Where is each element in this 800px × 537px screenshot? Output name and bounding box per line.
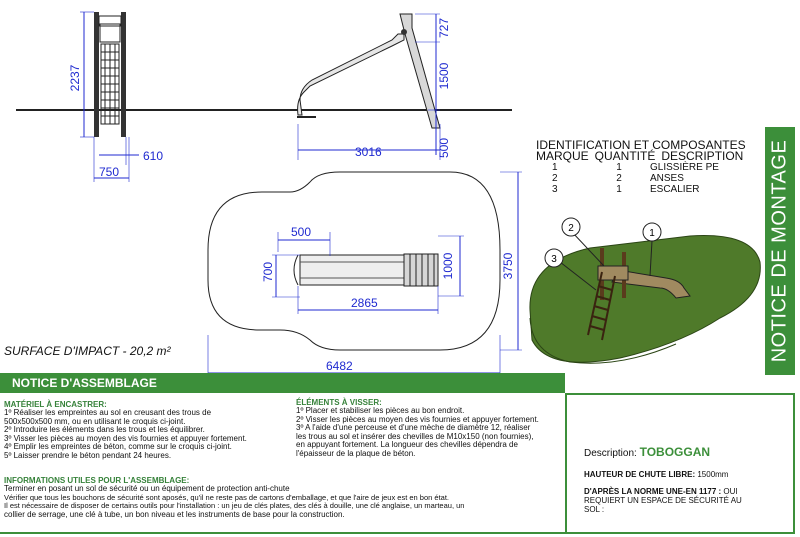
technical-drawing: 2237 610 750 3016 727 1500 500 [16, 11, 761, 373]
parts-row: 3 1 ESCALIER [536, 184, 766, 195]
useful-line: Vérifier que tous les bouchons de sécuri… [4, 492, 449, 502]
useful-line: collier de serrage, une clé à tube, un b… [4, 509, 345, 519]
useful-line: Il est nécessaire de disposer de certain… [4, 501, 465, 510]
screw-line: l'épaisseur de la plaque de béton. [296, 448, 416, 458]
surface-impact-label: SURFACE D'IMPACT - 20,2 m² [4, 344, 171, 358]
norm-row: D'APRÈS LA NORME UNE-EN 1177 : OUI REQUI… [584, 487, 790, 514]
row-desc: ANSES [650, 173, 684, 184]
plan-stair-width-label: 1000 [441, 252, 455, 279]
header-qty: QUANTITÉ [594, 149, 656, 163]
plan-total-height-label: 3750 [501, 252, 515, 279]
materials-line: 2º Introduire les éléments dans les trou… [4, 425, 205, 434]
parts-title: IDENTIFICATION ET COMPOSANTES [536, 138, 746, 152]
screw-line: 3º A l'aide d'une perceuse et d'une mèch… [296, 423, 531, 432]
fall-row: HAUTEUR DE CHUTE LIBRE: 1500mm [584, 470, 790, 479]
screw-line: 2º Visser les pièces au moyen des vis fo… [296, 414, 539, 424]
row-qty: 2 [616, 173, 622, 184]
description-row: Description: TOBOGGAN [584, 445, 790, 459]
row-qty: 1 [616, 184, 622, 195]
parts-table: IDENTIFICATION ET COMPOSANTES MARQUE QUA… [536, 138, 766, 195]
front-inner-width-label: 610 [143, 149, 163, 163]
side-length-label: 3016 [355, 145, 382, 159]
plan-total-length-label: 6482 [326, 359, 353, 373]
vertical-title: NOTICE DE MONTAGE [768, 139, 791, 363]
useful-line: Terminer en posant un sol de sécurité ou… [4, 484, 290, 493]
side-top-height-label: 727 [437, 18, 451, 38]
fall-value: 1500mm [697, 470, 729, 479]
materials-line: 5º Laisser prendre le béton pendant 24 h… [4, 450, 172, 460]
plan-slide-length-label: 2865 [351, 296, 378, 310]
norm-text-1: OUI [723, 487, 738, 496]
materials-line: 3º Visser les pièces au moyen des vis fo… [4, 433, 247, 443]
callout-3: 3 [551, 254, 557, 265]
description-label: Description: [584, 448, 637, 459]
callout-1: 1 [649, 228, 655, 239]
plan-slide-w2-label: 700 [261, 262, 275, 282]
materials-line: 4º Emplir les empreintes de béton, comme… [4, 442, 232, 451]
assembly-title-bar [0, 373, 565, 393]
notice-de-montage-banner: NOTICE DE MONTAGE [765, 127, 795, 375]
norm-label: D'APRÈS LA NORME UNE-EN 1177 : [584, 487, 722, 496]
side-mid-height-label: 1500 [437, 62, 451, 89]
fall-label: HAUTEUR DE CHUTE LIBRE: [584, 470, 696, 479]
panel-border [565, 393, 567, 533]
row-mark: 1 [552, 162, 558, 173]
front-outer-width-label: 750 [99, 165, 119, 179]
panel-border [793, 393, 795, 533]
side-bottom-height-label: 500 [437, 138, 451, 158]
parts-header: MARQUE QUANTITÉ DESCRIPTION [536, 149, 766, 163]
front-view: 2237 610 750 [16, 11, 205, 182]
screw-title: ÉLÉMENTS À VISSER: [296, 398, 382, 407]
row-mark: 2 [552, 173, 558, 184]
header-mark: MARQUE [536, 149, 589, 163]
callout-2: 2 [568, 223, 574, 234]
row-qty: 1 [616, 162, 622, 173]
screw-line: 1º Placer et stabiliser les pièces au bo… [296, 406, 465, 415]
assembly-title: NOTICE D'ASSEMBLAGE [12, 376, 157, 390]
parts-row: 1 1 GLISSIÈRE PE [536, 162, 766, 173]
plan-view: 500 700 1000 2865 6482 3750 [207, 171, 522, 373]
materials-title: MATÉRIEL À ENCASTRER: [4, 400, 107, 409]
info-panel: Description: TOBOGGAN HAUTEUR DE CHUTE L… [584, 445, 790, 514]
header-desc: DESCRIPTION [661, 149, 744, 163]
description-value: TOBOGGAN [639, 445, 711, 459]
materials-line: 500x500x500 mm, ou en utilisant le croqu… [4, 416, 186, 426]
norm-text-3: SOL : [584, 505, 605, 514]
panel-border [565, 393, 795, 395]
front-height-label: 2237 [68, 64, 82, 91]
row-mark: 3 [552, 184, 558, 195]
useful-title: INFORMATIONS UTILES POUR L'ASSEMBLAGE: [4, 476, 190, 485]
materials-section: MATÉRIEL À ENCASTRER: 1º Réaliser les em… [4, 400, 289, 460]
useful-section: INFORMATIONS UTILES POUR L'ASSEMBLAGE: T… [4, 476, 564, 519]
row-desc: GLISSIÈRE PE [650, 162, 719, 173]
side-view: 3016 727 1500 500 [204, 13, 512, 160]
isometric-render: 2 3 1 [529, 217, 761, 364]
screw-line: en appuyant fortement. La longueur des c… [296, 440, 518, 449]
row-desc: ESCALIER [650, 184, 700, 195]
screw-section: ÉLÉMENTS À VISSER: 1º Placer et stabilis… [296, 398, 564, 458]
parts-row: 2 2 ANSES [536, 173, 766, 184]
materials-line: 1º Réaliser les empreintes au sol en cre… [4, 408, 212, 417]
norm-text-2: REQUIERT UN ESPACE DE SÉCURITÉ AU [584, 496, 742, 505]
plan-slide-width-label: 500 [291, 225, 311, 239]
screw-line: les trous au sol et insérer des cheville… [296, 431, 534, 441]
panel-border [0, 532, 795, 534]
